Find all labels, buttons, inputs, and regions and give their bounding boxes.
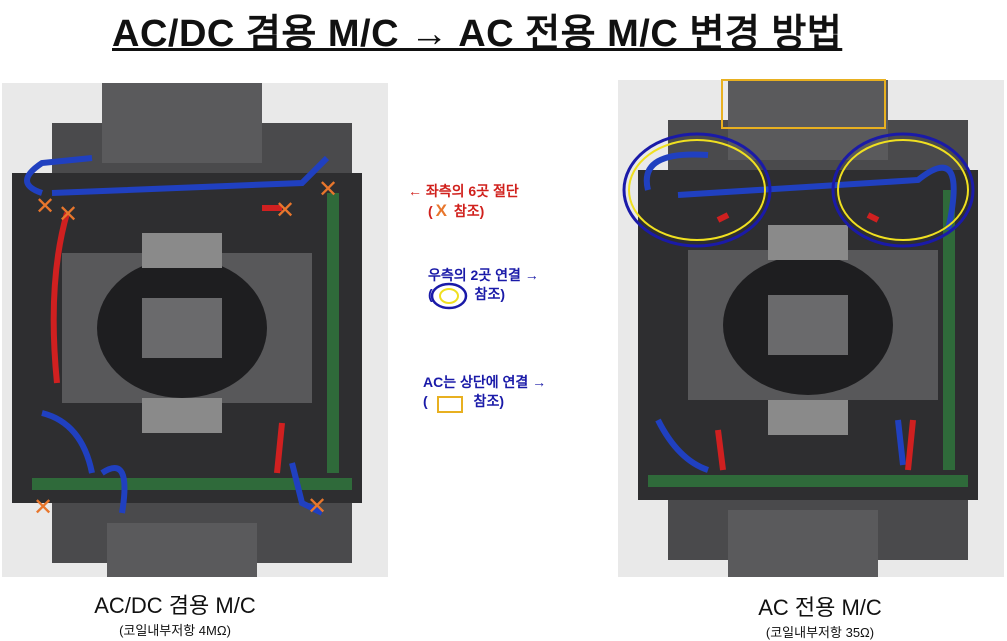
connect-note-paren: (	[428, 286, 433, 302]
left-caption-title: AC/DC 겸용 M/C	[94, 593, 256, 618]
ac-note-paren: (	[423, 393, 428, 409]
connection-circle-inner	[628, 139, 766, 241]
cut-note-paren: (	[428, 203, 433, 219]
connection-circle-inner	[837, 139, 969, 241]
cut-mark: ✕	[58, 201, 79, 228]
right-contactor-photo	[618, 80, 1004, 577]
left-caption-resistance: (코일내부저항 4MΩ)	[119, 623, 231, 638]
connect-note-line1: 우측의 2곳 연결 →	[428, 267, 539, 283]
cut-mark: ✕	[33, 494, 54, 521]
ac-note: AC는 상단에 연결 → ( 참조)	[423, 373, 546, 411]
cut-note-suffix: 참조)	[450, 203, 485, 219]
cut-mark: ✕	[275, 197, 296, 224]
right-contactor-image	[638, 80, 978, 577]
right-caption-resistance: (코일내부저항 35Ω)	[765, 625, 875, 640]
right-caption: AC 전용 M/C (코일내부저항 35Ω)	[720, 590, 920, 641]
connection-circle-outer	[622, 132, 772, 248]
right-caption-title: AC 전용 M/C	[758, 595, 882, 620]
connect-note: 우측의 2곳 연결 → ( 참조)	[428, 266, 539, 304]
ac-connection-box	[721, 79, 886, 129]
legend-circle-inner-icon	[439, 288, 459, 304]
left-contactor-image	[12, 83, 362, 577]
page-title: AC/DC 겸용 M/C → AC 전용 M/C 변경 방법	[112, 13, 843, 55]
left-caption: AC/DC 겸용 M/C (코일내부저항 4MΩ)	[60, 588, 290, 639]
cut-mark: ✕	[35, 193, 56, 220]
legend-circle-icon	[430, 282, 468, 310]
connect-note-suffix: 참조)	[470, 286, 505, 302]
cut-mark: ✕	[318, 176, 339, 203]
cut-mark: ✕	[307, 493, 328, 520]
left-contactor-photo	[2, 83, 388, 577]
cut-note-line1: ← 좌측의 6곳 절단	[408, 183, 519, 199]
ac-note-line1: AC는 상단에 연결 →	[423, 374, 547, 390]
legend-box-icon	[437, 396, 463, 413]
connection-circle-outer	[831, 132, 975, 248]
ac-note-suffix: 참조)	[469, 393, 504, 409]
cut-mark-icon: X	[435, 201, 448, 220]
cut-note: ← 좌측의 6곳 절단 (X 참조)	[408, 182, 519, 221]
